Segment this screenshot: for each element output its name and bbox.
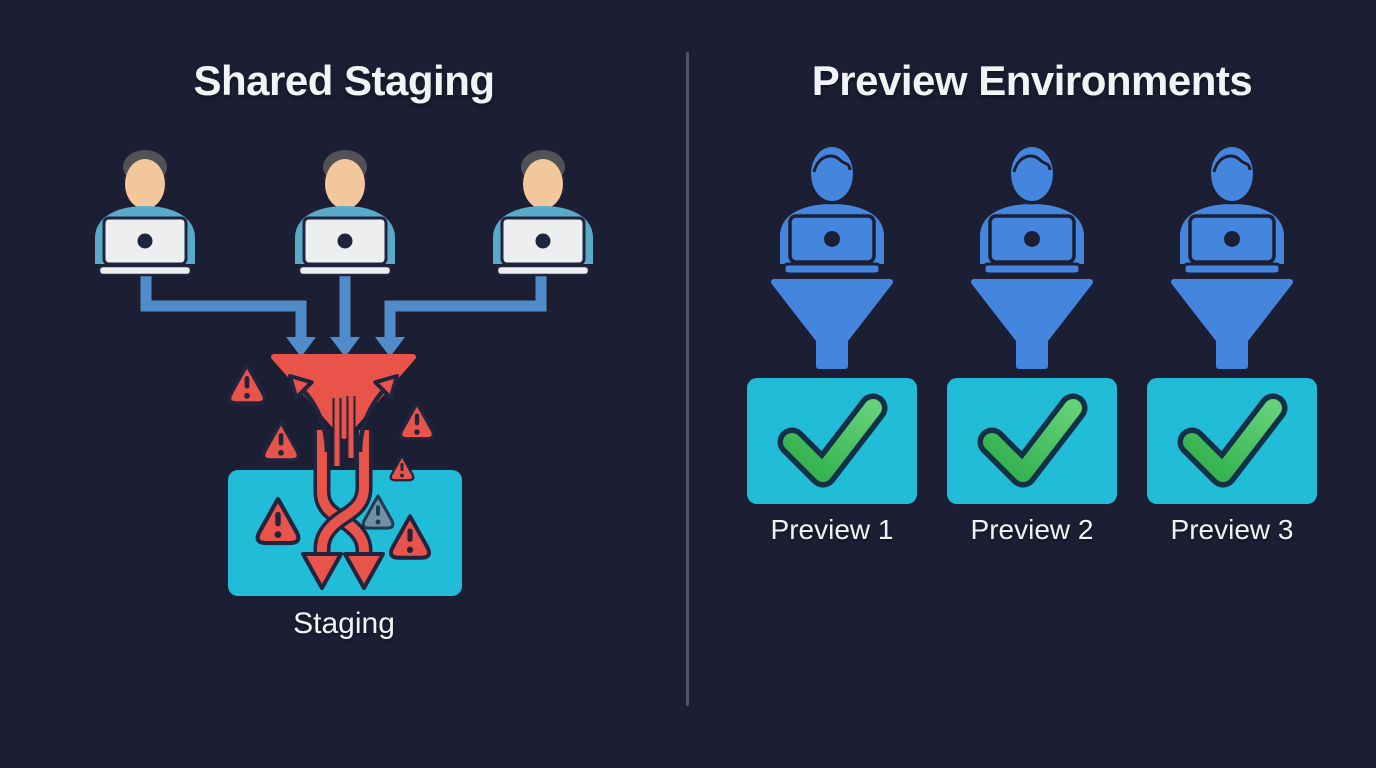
arrowhead-icon: [330, 337, 360, 357]
warning-triangle-icon: [389, 454, 415, 482]
warning-triangle-icon: [398, 401, 436, 441]
developer-with-laptop-icon: [93, 148, 197, 277]
developer-with-laptop-icon: [491, 148, 595, 277]
developer-with-laptop-icon: [778, 145, 886, 276]
preview-1-label: Preview 1: [770, 514, 894, 545]
funnel-icon: [774, 282, 890, 366]
arrowhead-icon: [286, 337, 316, 357]
panel-divider: [686, 52, 689, 706]
merge-arrows: [140, 266, 547, 357]
warning-triangle-icon: [227, 363, 267, 405]
preview-3-label: Preview 3: [1170, 514, 1294, 545]
funnel-icon: [1174, 282, 1290, 366]
funnel-icon: [974, 282, 1090, 366]
staging-box: [228, 470, 462, 596]
tangled-arrows-icon: [288, 374, 399, 590]
developer-with-laptop-icon: [978, 145, 1086, 276]
developer-with-laptop-icon: [1178, 145, 1286, 276]
warning-triangle-icon: [261, 420, 301, 462]
preview-2-label: Preview 2: [970, 514, 1094, 545]
developer-with-laptop-icon: [293, 148, 397, 277]
left-panel-title: Shared Staging: [193, 57, 495, 104]
staging-label: Staging: [293, 607, 395, 640]
arrowhead-icon: [375, 337, 405, 357]
right-panel-title: Preview Environments: [811, 57, 1253, 104]
